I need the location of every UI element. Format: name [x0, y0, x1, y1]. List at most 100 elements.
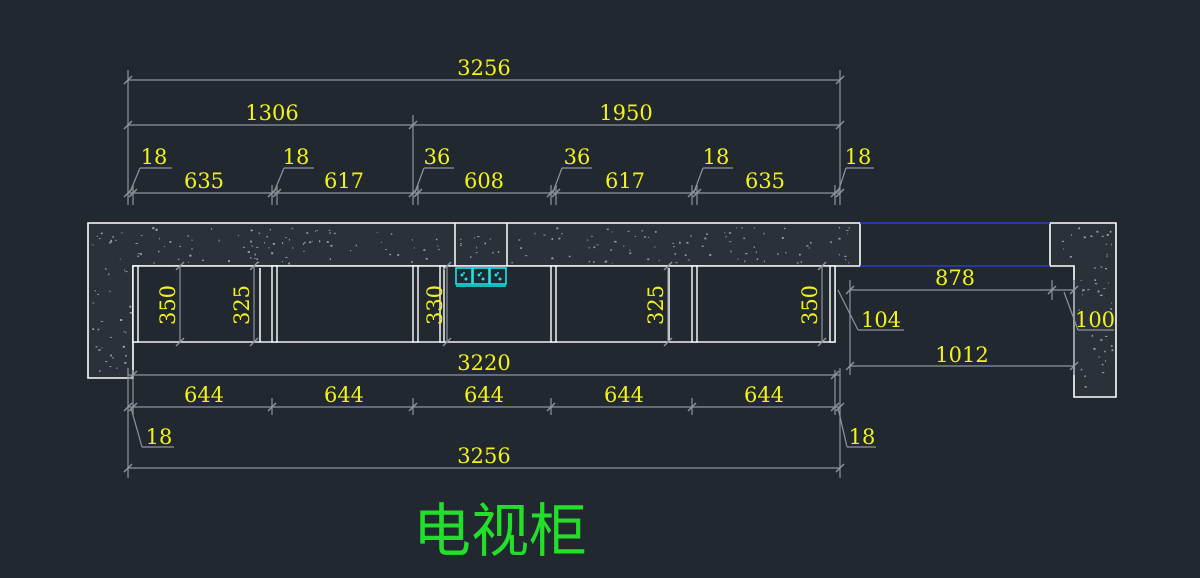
hatch-speck	[108, 273, 110, 276]
hatch-speck	[285, 237, 287, 239]
hatch-speck	[397, 254, 400, 256]
hatch-speck	[141, 235, 143, 236]
hatch-speck	[110, 239, 112, 242]
dim-overall-top: 3256	[457, 56, 510, 80]
hatch-speck	[101, 347, 103, 349]
dim-height-3: 330	[423, 285, 447, 325]
hatch-speck	[228, 260, 230, 263]
hatch-speck	[845, 259, 847, 261]
hatch-speck	[1101, 363, 1104, 366]
hatch-speck	[1111, 302, 1113, 304]
hatch-speck	[250, 257, 252, 259]
hatch-speck	[269, 228, 271, 231]
hatch-speck	[800, 261, 803, 263]
hatch-speck	[474, 237, 475, 239]
hatch-speck	[634, 236, 636, 237]
hatch-speck	[97, 293, 100, 295]
hatch-speck	[684, 254, 687, 256]
hatch-speck	[706, 233, 709, 235]
dim-bottom-seg-3: 644	[464, 383, 504, 407]
hatch-speck	[799, 253, 801, 256]
hatch-speck	[254, 258, 256, 259]
hatch-speck	[121, 232, 123, 234]
hatch-speck	[282, 261, 283, 263]
hatch-speck	[153, 262, 155, 264]
hatch-speck	[623, 245, 625, 247]
hatch-speck	[1084, 375, 1086, 377]
hatch-speck	[629, 249, 631, 251]
hatch-speck	[1110, 243, 1112, 246]
hatch-speck	[129, 305, 132, 308]
hatch-speck	[756, 258, 759, 260]
hatch-speck	[595, 244, 597, 246]
hatch-speck	[376, 231, 378, 233]
hatch-speck	[105, 268, 107, 270]
dim-inner-width: 3220	[457, 351, 510, 375]
hatch-speck	[679, 241, 681, 244]
hatch-speck	[311, 240, 313, 242]
hatch-speck	[551, 257, 554, 260]
hatch-speck	[385, 249, 387, 250]
hatch-speck	[191, 248, 193, 250]
hatch-speck	[492, 251, 494, 254]
hatch-speck	[654, 246, 656, 248]
hatch-speck	[125, 354, 127, 357]
hatch-speck	[1087, 289, 1090, 291]
hatch-speck	[838, 237, 841, 240]
hatch-speck	[264, 241, 265, 244]
hatch-speck	[355, 244, 357, 247]
hatch-speck	[1096, 230, 1099, 233]
hatch-speck	[806, 245, 809, 247]
hatch-speck	[470, 256, 472, 258]
hatch-speck	[1106, 254, 1108, 256]
hatch-speck	[614, 240, 617, 243]
hatch-speck	[709, 254, 712, 256]
hatch-speck	[302, 242, 304, 245]
hatch-speck	[115, 239, 117, 241]
hatch-speck	[755, 251, 757, 254]
hatch-speck	[588, 261, 591, 263]
hatch-speck	[309, 241, 312, 244]
hatch-speck	[247, 251, 250, 253]
hatch-speck	[674, 253, 676, 256]
hatch-speck	[848, 227, 850, 229]
hatch-speck	[177, 258, 180, 260]
hatch-speck	[256, 258, 258, 260]
hatch-speck	[460, 243, 462, 245]
hatch-speck	[99, 370, 101, 372]
hatch-speck	[218, 239, 220, 242]
hatch-speck	[250, 240, 252, 243]
hatch-speck	[1071, 234, 1072, 236]
hatch-speck	[266, 236, 268, 238]
hatch-speck	[753, 227, 755, 229]
hatch-speck	[306, 232, 309, 234]
dim-right-total: 1012	[935, 343, 988, 367]
hatch-speck	[497, 251, 500, 253]
hatch-speck	[587, 239, 589, 241]
hatch-speck	[189, 254, 192, 257]
hatch-speck	[753, 246, 755, 248]
dim-height-1: 350	[156, 285, 180, 325]
hatch-speck	[673, 246, 675, 248]
hatch-speck	[110, 354, 112, 357]
hatch-speck	[1078, 227, 1080, 230]
dim-height-5: 350	[798, 285, 822, 325]
hatch-speck	[844, 255, 847, 257]
hatch-speck	[610, 249, 612, 251]
hatch-speck	[291, 227, 293, 230]
hatch-speck	[288, 262, 290, 265]
hatch-speck	[1105, 360, 1106, 362]
dim-right-gap: 104	[861, 308, 901, 332]
hatch-speck	[744, 260, 746, 263]
hatch-speck	[425, 258, 428, 260]
concrete-hatch	[92, 227, 1114, 388]
hatch-speck	[328, 229, 331, 231]
hatch-speck	[1101, 235, 1104, 237]
dim-left-section: 1306	[245, 101, 298, 125]
hatch-speck	[611, 262, 613, 264]
hatch-speck	[489, 238, 491, 240]
hatch-speck	[611, 231, 613, 233]
hatch-speck	[810, 241, 812, 244]
hatch-speck	[211, 228, 212, 230]
hatch-speck	[518, 239, 521, 241]
